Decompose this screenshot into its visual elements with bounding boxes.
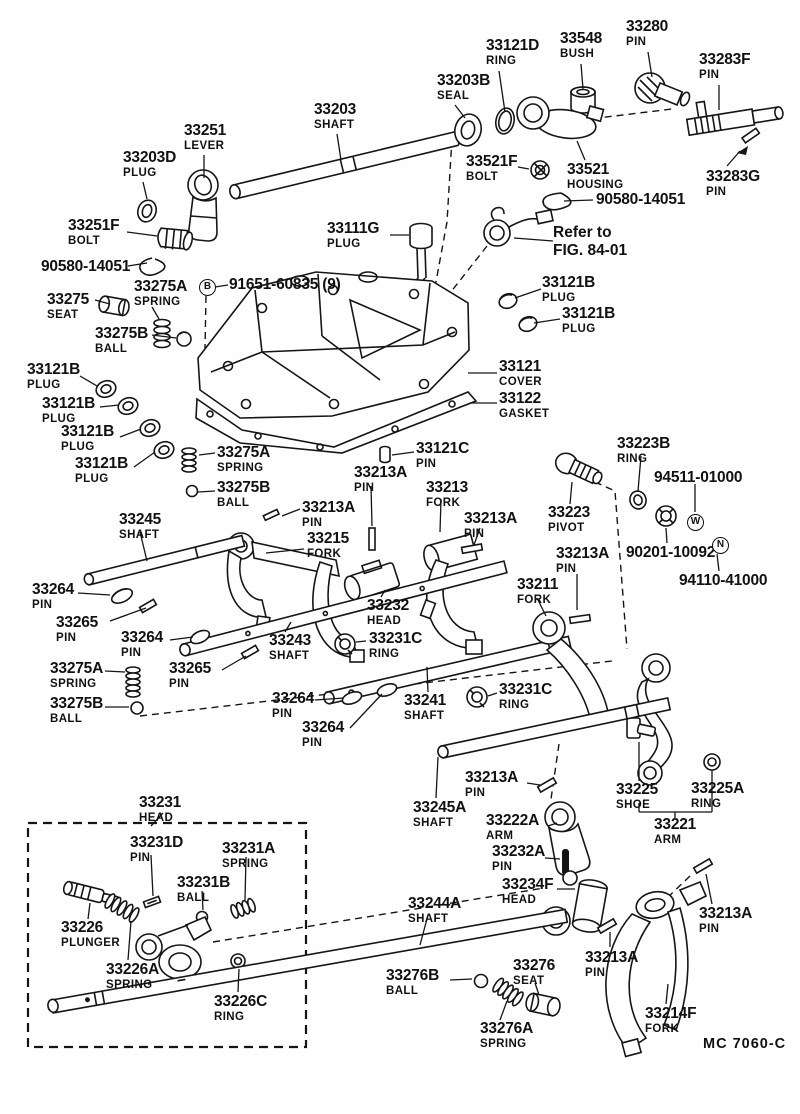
pin-33264-4-drawing bbox=[376, 683, 398, 697]
clip-90580-left-drawing bbox=[139, 257, 166, 277]
shaft-33243-drawing bbox=[179, 560, 508, 657]
reference-note-line2: FIG. 84-01 bbox=[553, 241, 628, 259]
gasket-33122-drawing bbox=[195, 391, 478, 454]
cover-33121-drawing bbox=[197, 271, 470, 419]
reference-note-line1: Refer to bbox=[553, 224, 612, 241]
ball-33276b-drawing bbox=[473, 973, 489, 989]
head-33231-drawing bbox=[135, 915, 213, 980]
arm-33222a-drawing bbox=[544, 801, 591, 877]
plug-33121b-left2-drawing bbox=[117, 396, 139, 416]
pin-33265-2-drawing bbox=[240, 644, 260, 660]
pin-33213a-small5-drawing bbox=[596, 917, 618, 935]
shaft-33203-drawing bbox=[229, 131, 460, 200]
ball-33275b-2-drawing bbox=[185, 484, 199, 498]
inset-box-33231 bbox=[26, 821, 308, 1049]
bolt-33521f-drawing bbox=[530, 160, 550, 180]
spring-33231a-drawing bbox=[230, 897, 257, 919]
spring-33226a-drawing bbox=[104, 893, 140, 923]
plug-33121b-left1-drawing bbox=[95, 379, 117, 399]
ring-33225a-drawing bbox=[703, 753, 721, 771]
pin-33213a-small4-drawing bbox=[536, 776, 558, 794]
ball-33275b-1-drawing bbox=[176, 331, 192, 347]
pin-33265-1-drawing bbox=[138, 598, 158, 614]
pin-33283f-drawing bbox=[685, 100, 784, 137]
pin-33213a-vertical-drawing bbox=[368, 527, 376, 551]
neutral-switch-drawing bbox=[483, 206, 554, 247]
ring-33121d-drawing bbox=[494, 107, 516, 135]
ring-33223b-drawing bbox=[629, 490, 647, 510]
pivot-33223-drawing bbox=[554, 452, 603, 485]
label-bracket-33221 bbox=[638, 742, 713, 818]
pin-33264-1-drawing bbox=[110, 588, 134, 604]
ring-33231c-2-drawing bbox=[466, 686, 488, 708]
shaft-33245-drawing bbox=[83, 534, 246, 586]
seat-33276-drawing bbox=[525, 992, 561, 1017]
plug-33111g-drawing bbox=[409, 222, 433, 282]
figure-code: MC 7060-C bbox=[703, 1036, 787, 1052]
pin-33264-2-drawing bbox=[189, 629, 211, 645]
fork-33211-drawing bbox=[532, 611, 609, 720]
note-leader-line bbox=[513, 237, 554, 242]
shaft-33244a-drawing bbox=[47, 908, 569, 1014]
pin-33213a-small3-drawing bbox=[568, 613, 592, 625]
plug-33203d-drawing bbox=[136, 199, 158, 223]
pin-33231d-drawing bbox=[142, 895, 162, 909]
spring-33275a-2-drawing bbox=[181, 447, 197, 473]
reference-note: Refer to FIG. 84-01 bbox=[553, 224, 627, 260]
clip-90580-top-drawing bbox=[542, 192, 572, 211]
pin-33121c-drawing bbox=[379, 445, 391, 464]
pin-33280-drawing bbox=[634, 72, 691, 107]
ball-33275b-3-drawing bbox=[130, 701, 144, 715]
pin-33213a-small1-drawing bbox=[262, 508, 281, 522]
fork-33214f-drawing bbox=[605, 880, 708, 1058]
washer-90201-drawing bbox=[655, 505, 677, 527]
seal-33203b-drawing bbox=[454, 113, 482, 147]
plug-33121b-left3-drawing bbox=[139, 418, 161, 438]
arm-33221-drawing bbox=[636, 653, 673, 786]
pin-33283g-drawing bbox=[737, 127, 761, 155]
seat-33275-drawing bbox=[98, 295, 130, 317]
pin-33232a-drawing bbox=[562, 849, 569, 875]
lever-33251-drawing bbox=[187, 169, 219, 242]
shaft-33245a-drawing bbox=[437, 696, 672, 759]
spring-33276a-drawing bbox=[492, 977, 524, 1007]
plug-33121b-right2-drawing bbox=[518, 315, 538, 333]
plug-33121b-right1-drawing bbox=[498, 292, 518, 310]
spring-33275a-1-drawing bbox=[153, 318, 171, 349]
ring-33231c-1-drawing bbox=[334, 633, 356, 655]
head-33232-drawing bbox=[343, 559, 401, 601]
spring-33275a-3-drawing bbox=[125, 666, 141, 698]
housing-33521-drawing bbox=[516, 96, 605, 140]
pin-33213a-small6-drawing bbox=[692, 857, 714, 875]
bolt-33251f-drawing bbox=[157, 227, 194, 251]
pin-33213a-small2-drawing bbox=[460, 543, 484, 555]
plug-33121b-left4-drawing bbox=[153, 440, 175, 460]
